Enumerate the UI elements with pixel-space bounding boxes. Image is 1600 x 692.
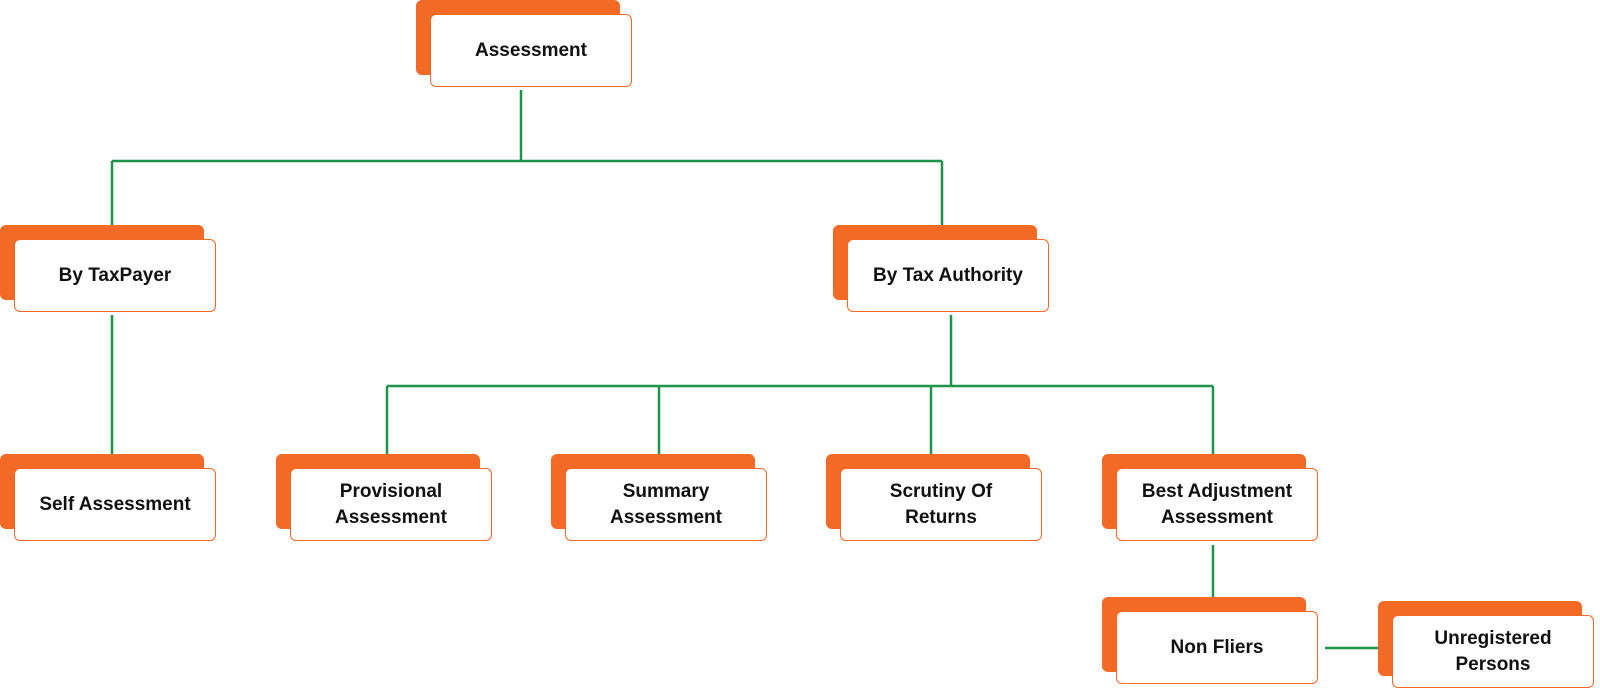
node-card: Unregistered Persons [1392, 615, 1594, 688]
node-card: By Tax Authority [847, 239, 1049, 312]
node-assessment: Assessment [416, 0, 634, 90]
node-label-by-tax-authority: By Tax Authority [873, 264, 1023, 286]
node-label-by-taxpayer: By TaxPayer [58, 264, 172, 286]
node-label-assessment: Assessment [475, 39, 587, 61]
node-label-non-fliers: Non Fliers [1170, 636, 1264, 658]
node-by-tax-authority: By Tax Authority [833, 225, 1051, 315]
node-non-fliers: Non Fliers [1102, 597, 1320, 687]
node-label-scrutiny-of-returns: Scrutiny Of Returns [889, 480, 993, 528]
node-label-best-adjustment-assessment: Best Adjustment Assessment [1141, 480, 1293, 528]
node-label-summary-assessment: Summary Assessment [610, 480, 722, 528]
node-provisional-assessment: Provisional Assessment [276, 454, 494, 544]
node-self-assessment: Self Assessment [0, 454, 218, 544]
node-summary-assessment: Summary Assessment [551, 454, 769, 544]
node-card: Assessment [430, 14, 632, 87]
node-card: By TaxPayer [14, 239, 216, 312]
node-card: Best Adjustment Assessment [1116, 468, 1318, 541]
node-label-provisional-assessment: Provisional Assessment [335, 480, 447, 528]
node-card: Non Fliers [1116, 611, 1318, 684]
node-card: Self Assessment [14, 468, 216, 541]
node-scrutiny-of-returns: Scrutiny Of Returns [826, 454, 1044, 544]
node-label-unregistered-persons: Unregistered Persons [1434, 627, 1552, 675]
node-by-taxpayer: By TaxPayer [0, 225, 218, 315]
node-unregistered-persons: Unregistered Persons [1378, 601, 1596, 691]
node-card: Scrutiny Of Returns [840, 468, 1042, 541]
node-label-self-assessment: Self Assessment [39, 493, 191, 515]
node-best-adjustment-assessment: Best Adjustment Assessment [1102, 454, 1320, 544]
node-card: Provisional Assessment [290, 468, 492, 541]
node-card: Summary Assessment [565, 468, 767, 541]
